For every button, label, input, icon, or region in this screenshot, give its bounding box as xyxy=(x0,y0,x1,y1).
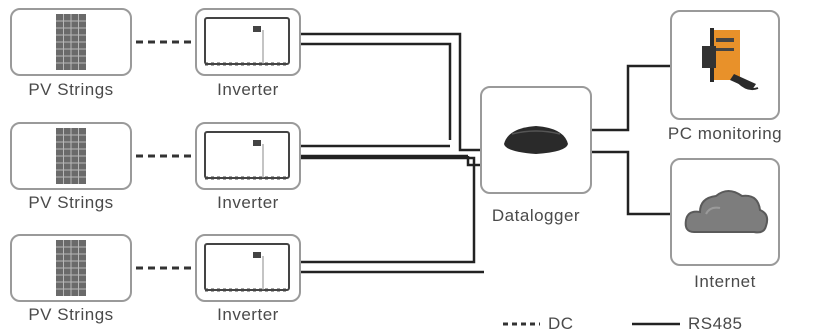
inverter-box-2 xyxy=(195,122,301,190)
inverter-label-2: Inverter xyxy=(217,193,279,212)
inverter-icon xyxy=(204,17,290,66)
pc-icon xyxy=(702,28,759,91)
rs485-lines xyxy=(300,32,670,274)
inverter-label-3: Inverter xyxy=(217,305,279,324)
datalogger-box xyxy=(480,86,592,194)
inverter-label-1: Inverter xyxy=(217,80,279,99)
pv-strings-label-1: PV Strings xyxy=(28,80,114,99)
legend-dc-label: DC xyxy=(548,314,574,333)
internet-box xyxy=(670,158,780,266)
inverter-box-3 xyxy=(195,234,301,302)
solar-panel-icon xyxy=(56,128,86,184)
pv-strings-box-3 xyxy=(10,234,132,302)
pv-strings-label-3: PV Strings xyxy=(28,305,114,324)
solar-panel-icon xyxy=(56,14,86,70)
datalogger-icon xyxy=(504,126,568,154)
solar-panel-icon xyxy=(56,240,86,296)
pc-monitoring-label: PC monitoring xyxy=(667,124,783,143)
legend-rs485-label: RS485 xyxy=(688,314,743,333)
inverter-box-1 xyxy=(195,8,301,76)
pc-monitoring-box xyxy=(670,10,780,120)
pv-strings-box-1 xyxy=(10,8,132,76)
inverter-icon xyxy=(204,131,290,180)
cloud-icon xyxy=(684,190,769,234)
pv-strings-label-2: PV Strings xyxy=(28,193,114,212)
inverter-icon xyxy=(204,243,290,292)
internet-label: Internet xyxy=(694,272,756,291)
datalogger-label: Datalogger xyxy=(491,206,581,225)
pv-strings-box-2 xyxy=(10,122,132,190)
